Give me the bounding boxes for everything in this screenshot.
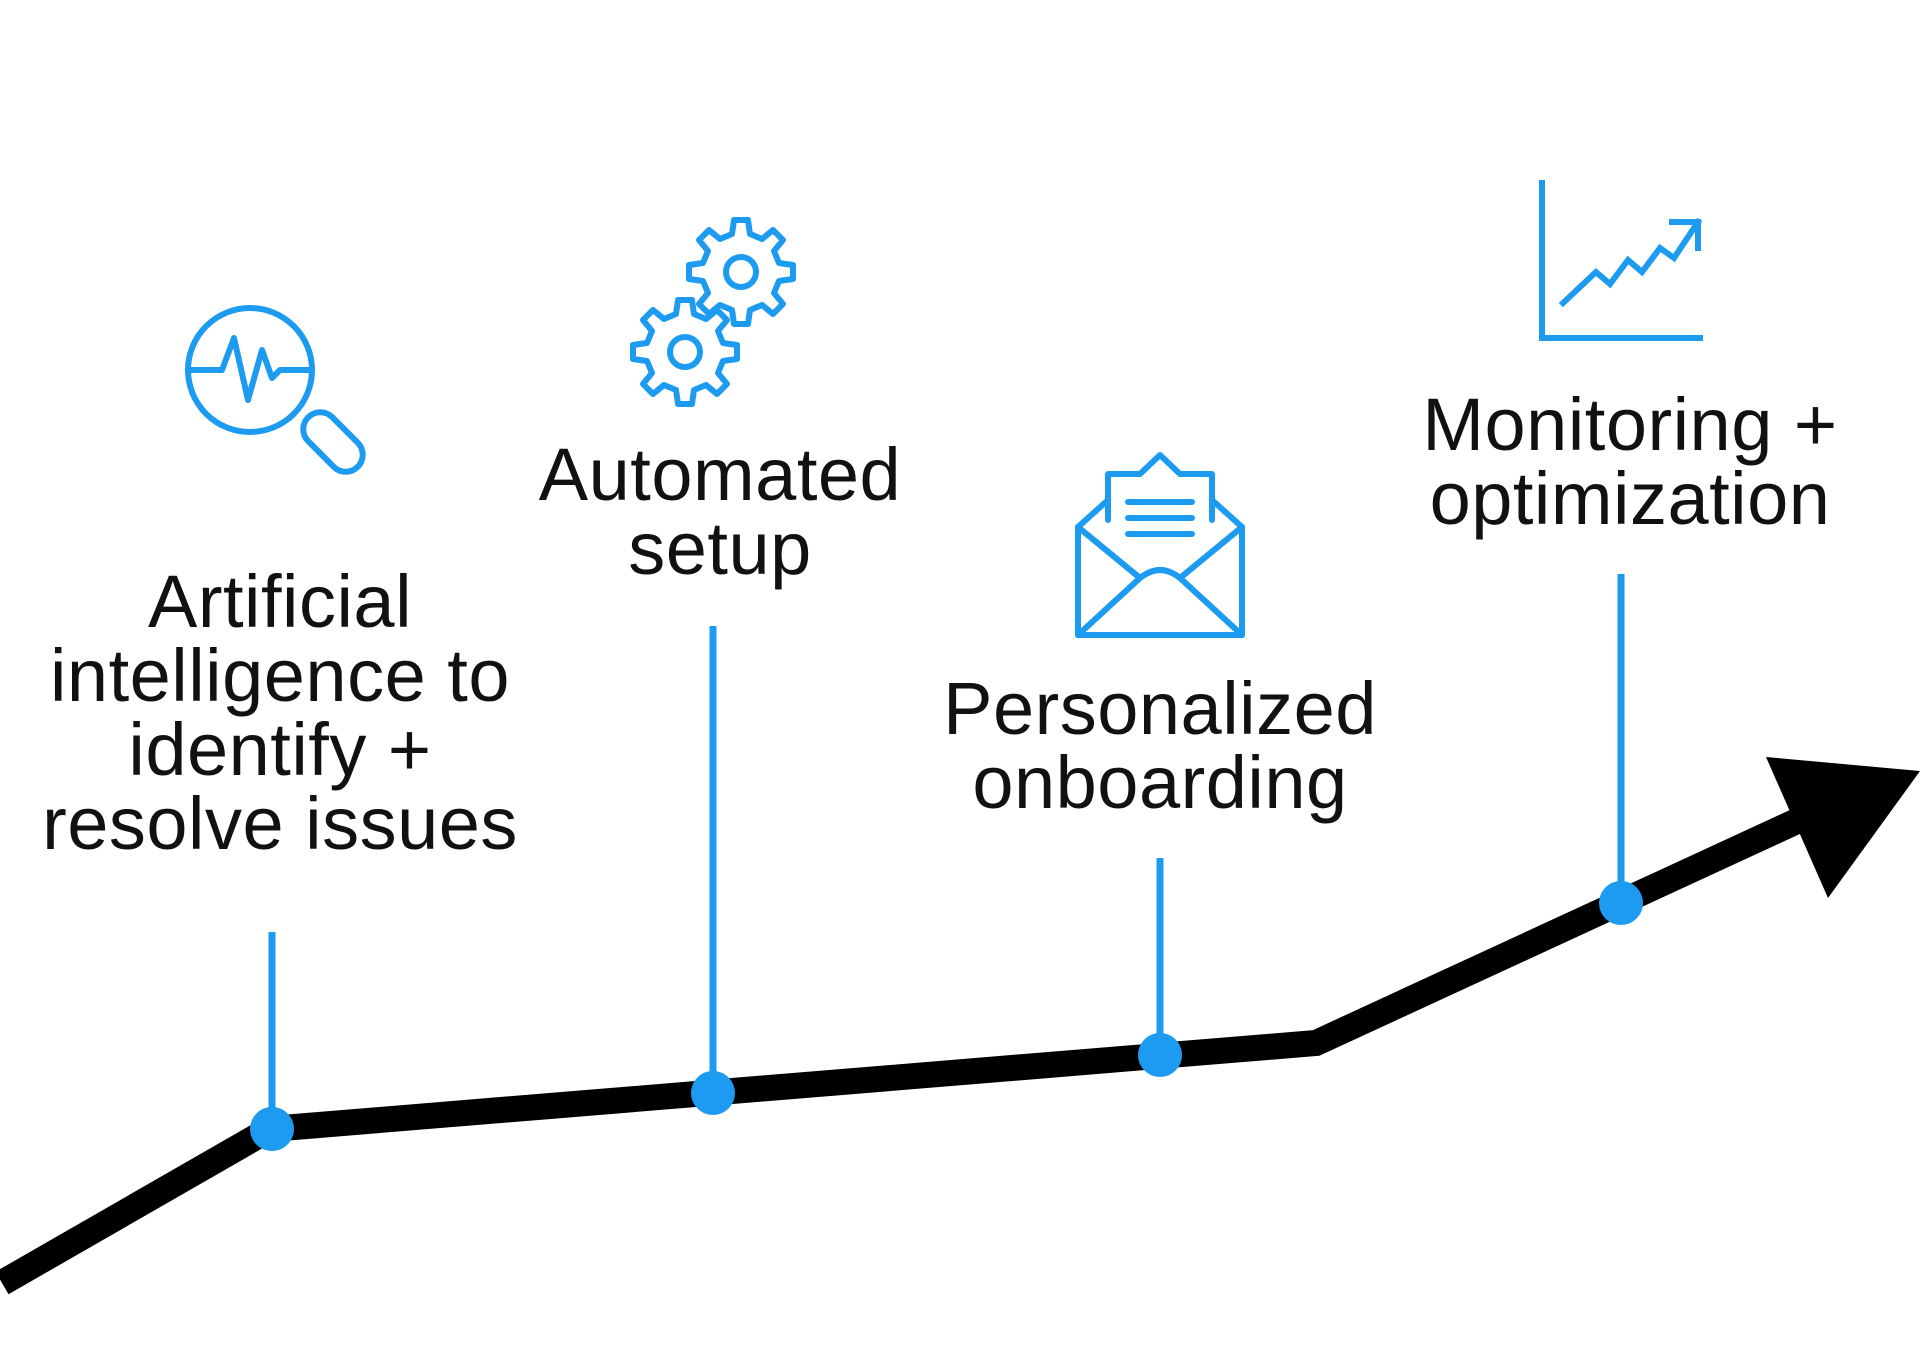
milestone-dot-ai [250,1107,294,1151]
magnifier-pulse-icon [185,305,366,475]
step-label-setup: Automated setup [538,433,902,590]
step-label-ai: Artificial intelligence to identify + re… [42,560,518,865]
envelope-icon [1075,452,1245,638]
step-label-onboarding: Personalized onboarding [943,667,1377,824]
progress-arrow-line [0,803,1816,1295]
milestone-dot-setup [691,1071,735,1115]
milestone-dot-monitoring [1599,881,1643,925]
step-label-monitoring: Monitoring + optimization [1422,383,1838,540]
milestone-dot-onboarding [1138,1033,1182,1077]
growth-chart-icon [1539,180,1703,341]
progress-arrow-head [1766,757,1920,898]
gears-icon [630,217,796,407]
